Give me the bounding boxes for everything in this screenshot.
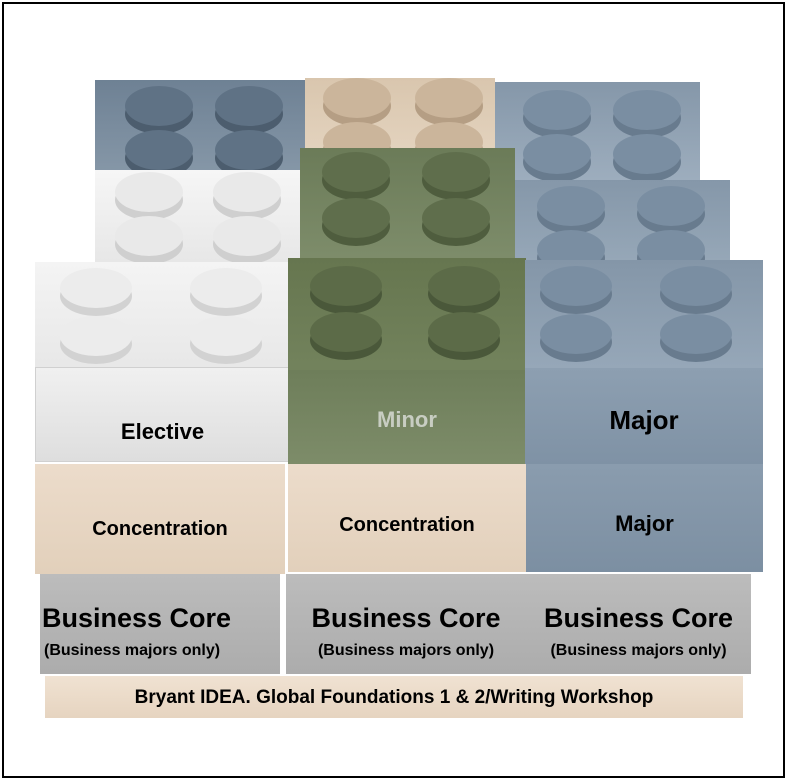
stud: [660, 314, 732, 354]
brick-concentration-left: Concentration: [35, 464, 285, 574]
brick-core-right: Business Core (Business majors only): [526, 574, 751, 674]
elective-label: Elective: [120, 419, 205, 444]
minor-label: Minor: [377, 407, 437, 432]
stud: [323, 78, 391, 118]
stud: [213, 172, 281, 212]
stud: [523, 134, 591, 174]
stud: [125, 130, 193, 170]
brick-major-top: Major: [525, 260, 763, 464]
brick-mid-left-white: [95, 170, 310, 280]
core-right-title: Business Core: [543, 603, 734, 633]
major-mid-label: Major: [615, 511, 674, 536]
stud: [322, 198, 390, 238]
stud: [190, 316, 262, 356]
stud: [660, 266, 732, 306]
stud: [60, 316, 132, 356]
stud: [213, 216, 281, 256]
stud: [428, 312, 500, 352]
foundation-bar: Bryant IDEA. Global Foundations 1 & 2/Wr…: [45, 676, 743, 718]
stud: [613, 134, 681, 174]
brick-mid-center-green: [300, 148, 515, 268]
stud: [310, 312, 382, 352]
stud: [523, 90, 591, 130]
core-mid-title: Business Core: [311, 603, 501, 633]
stud: [310, 266, 382, 306]
brick-core-left: Business Core (Business majors only): [40, 574, 280, 674]
stud: [215, 86, 283, 126]
brick-back-right: [495, 82, 700, 192]
core-mid-sub: (Business majors only): [317, 642, 495, 659]
major-top-label: Major: [609, 405, 679, 435]
stud: [115, 172, 183, 212]
stud: [115, 216, 183, 256]
brick-major-mid: Major: [526, 464, 763, 572]
stud: [422, 198, 490, 238]
stud: [60, 268, 132, 308]
stud: [540, 314, 612, 354]
brick-core-mid: Business Core (Business majors only): [286, 574, 526, 674]
brick-concentration-mid: Concentration: [288, 464, 526, 572]
stud: [537, 186, 605, 226]
stud: [637, 186, 705, 226]
stud: [215, 130, 283, 170]
brick-minor: Minor: [288, 258, 526, 464]
brick-elective: Elective: [35, 262, 290, 462]
core-left-sub: (Business majors only): [44, 642, 221, 659]
stud: [190, 268, 262, 308]
core-right-sub: (Business majors only): [550, 642, 727, 659]
stud: [415, 78, 483, 118]
stud: [422, 152, 490, 192]
stud: [125, 86, 193, 126]
core-left-title: Business Core: [42, 603, 232, 633]
stud: [428, 266, 500, 306]
foundation-label: Bryant IDEA. Global Foundations 1 & 2/Wr…: [134, 687, 654, 708]
stud: [322, 152, 390, 192]
stud: [613, 90, 681, 130]
concentration-left-label: Concentration: [92, 518, 228, 540]
concentration-mid-label: Concentration: [339, 514, 475, 536]
stud: [540, 266, 612, 306]
